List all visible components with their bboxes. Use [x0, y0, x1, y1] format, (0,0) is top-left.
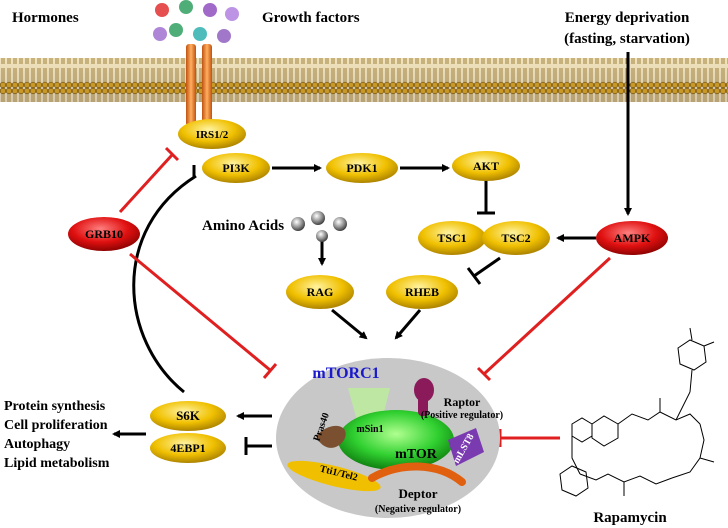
energy-deprivation-sub-label: (fasting, starvation) [564, 31, 690, 47]
svg-text:GRB10: GRB10 [85, 227, 123, 241]
arrow-rag-mtorc1 [331, 308, 368, 340]
deptor-role-label: (Negative regulator) [375, 504, 461, 515]
pi3k-node: PI3K [202, 153, 270, 183]
raptor-label: Raptor [444, 395, 481, 409]
outcome-item: Protein synthesis [4, 399, 106, 414]
feedback-s6k-pi3k [132, 174, 197, 394]
growth-factors-label: Growth factors [262, 10, 360, 26]
tsc1-node: TSC1 [418, 221, 486, 255]
cellular-outcomes: Protein synthesis Cell proliferation Aut… [4, 399, 110, 471]
rapamycin-label: Rapamycin [593, 510, 667, 526]
tsc2-node: TSC2 [482, 221, 550, 255]
svg-text:IRS1/2: IRS1/2 [196, 129, 229, 141]
svg-text:S6K: S6K [176, 408, 201, 423]
hormones-label: Hormones [12, 10, 79, 26]
red-inhibitions [118, 146, 612, 447]
svg-text:PDK1: PDK1 [346, 161, 377, 175]
amino-acids-label: Amino Acids [202, 218, 284, 234]
svg-text:4EBP1: 4EBP1 [170, 441, 205, 455]
rheb-node: RHEB [386, 275, 458, 309]
akt-node: AKT [452, 151, 520, 181]
pdk1-node: PDK1 [326, 153, 398, 183]
rag-node: RAG [286, 275, 354, 309]
svg-text:RHEB: RHEB [405, 285, 439, 299]
svg-text:RAG: RAG [307, 285, 334, 299]
svg-text:AMPK: AMPK [614, 231, 651, 245]
outcome-item: Lipid metabolism [4, 456, 110, 471]
amino-acid-spheres [291, 211, 347, 242]
mtorc1-complex [276, 358, 500, 518]
svg-text:AKT: AKT [473, 159, 499, 173]
mtorc1-label: mTORC1 [312, 365, 379, 382]
msin1-label: mSin1 [356, 424, 383, 435]
svg-text:TSC1: TSC1 [437, 231, 466, 245]
activation-arrows [112, 52, 632, 438]
s6k-node: S6K [150, 401, 226, 431]
mtor-label: mTOR [395, 447, 438, 462]
receptor [186, 44, 212, 126]
4ebp1-node: 4EBP1 [150, 433, 226, 463]
svg-text:TSC2: TSC2 [501, 231, 530, 245]
svg-text:PI3K: PI3K [222, 161, 250, 175]
irs-node: IRS1/2 [178, 119, 246, 149]
rapamycin-structure [559, 327, 715, 497]
outcome-item: Autophagy [4, 437, 70, 452]
grb10-node: GRB10 [68, 217, 140, 251]
energy-deprivation-label: Energy deprivation [565, 10, 690, 26]
arrow-rheb-mtorc1 [394, 309, 422, 340]
black-inhibitions [192, 165, 501, 455]
ligand-molecules [153, 0, 239, 43]
raptor-role-label: (Positive regulator) [421, 410, 503, 421]
cell-membrane [0, 58, 728, 102]
ampk-node: AMPK [596, 221, 668, 255]
deptor-label: Deptor [399, 486, 438, 501]
outcome-item: Cell proliferation [4, 418, 108, 433]
